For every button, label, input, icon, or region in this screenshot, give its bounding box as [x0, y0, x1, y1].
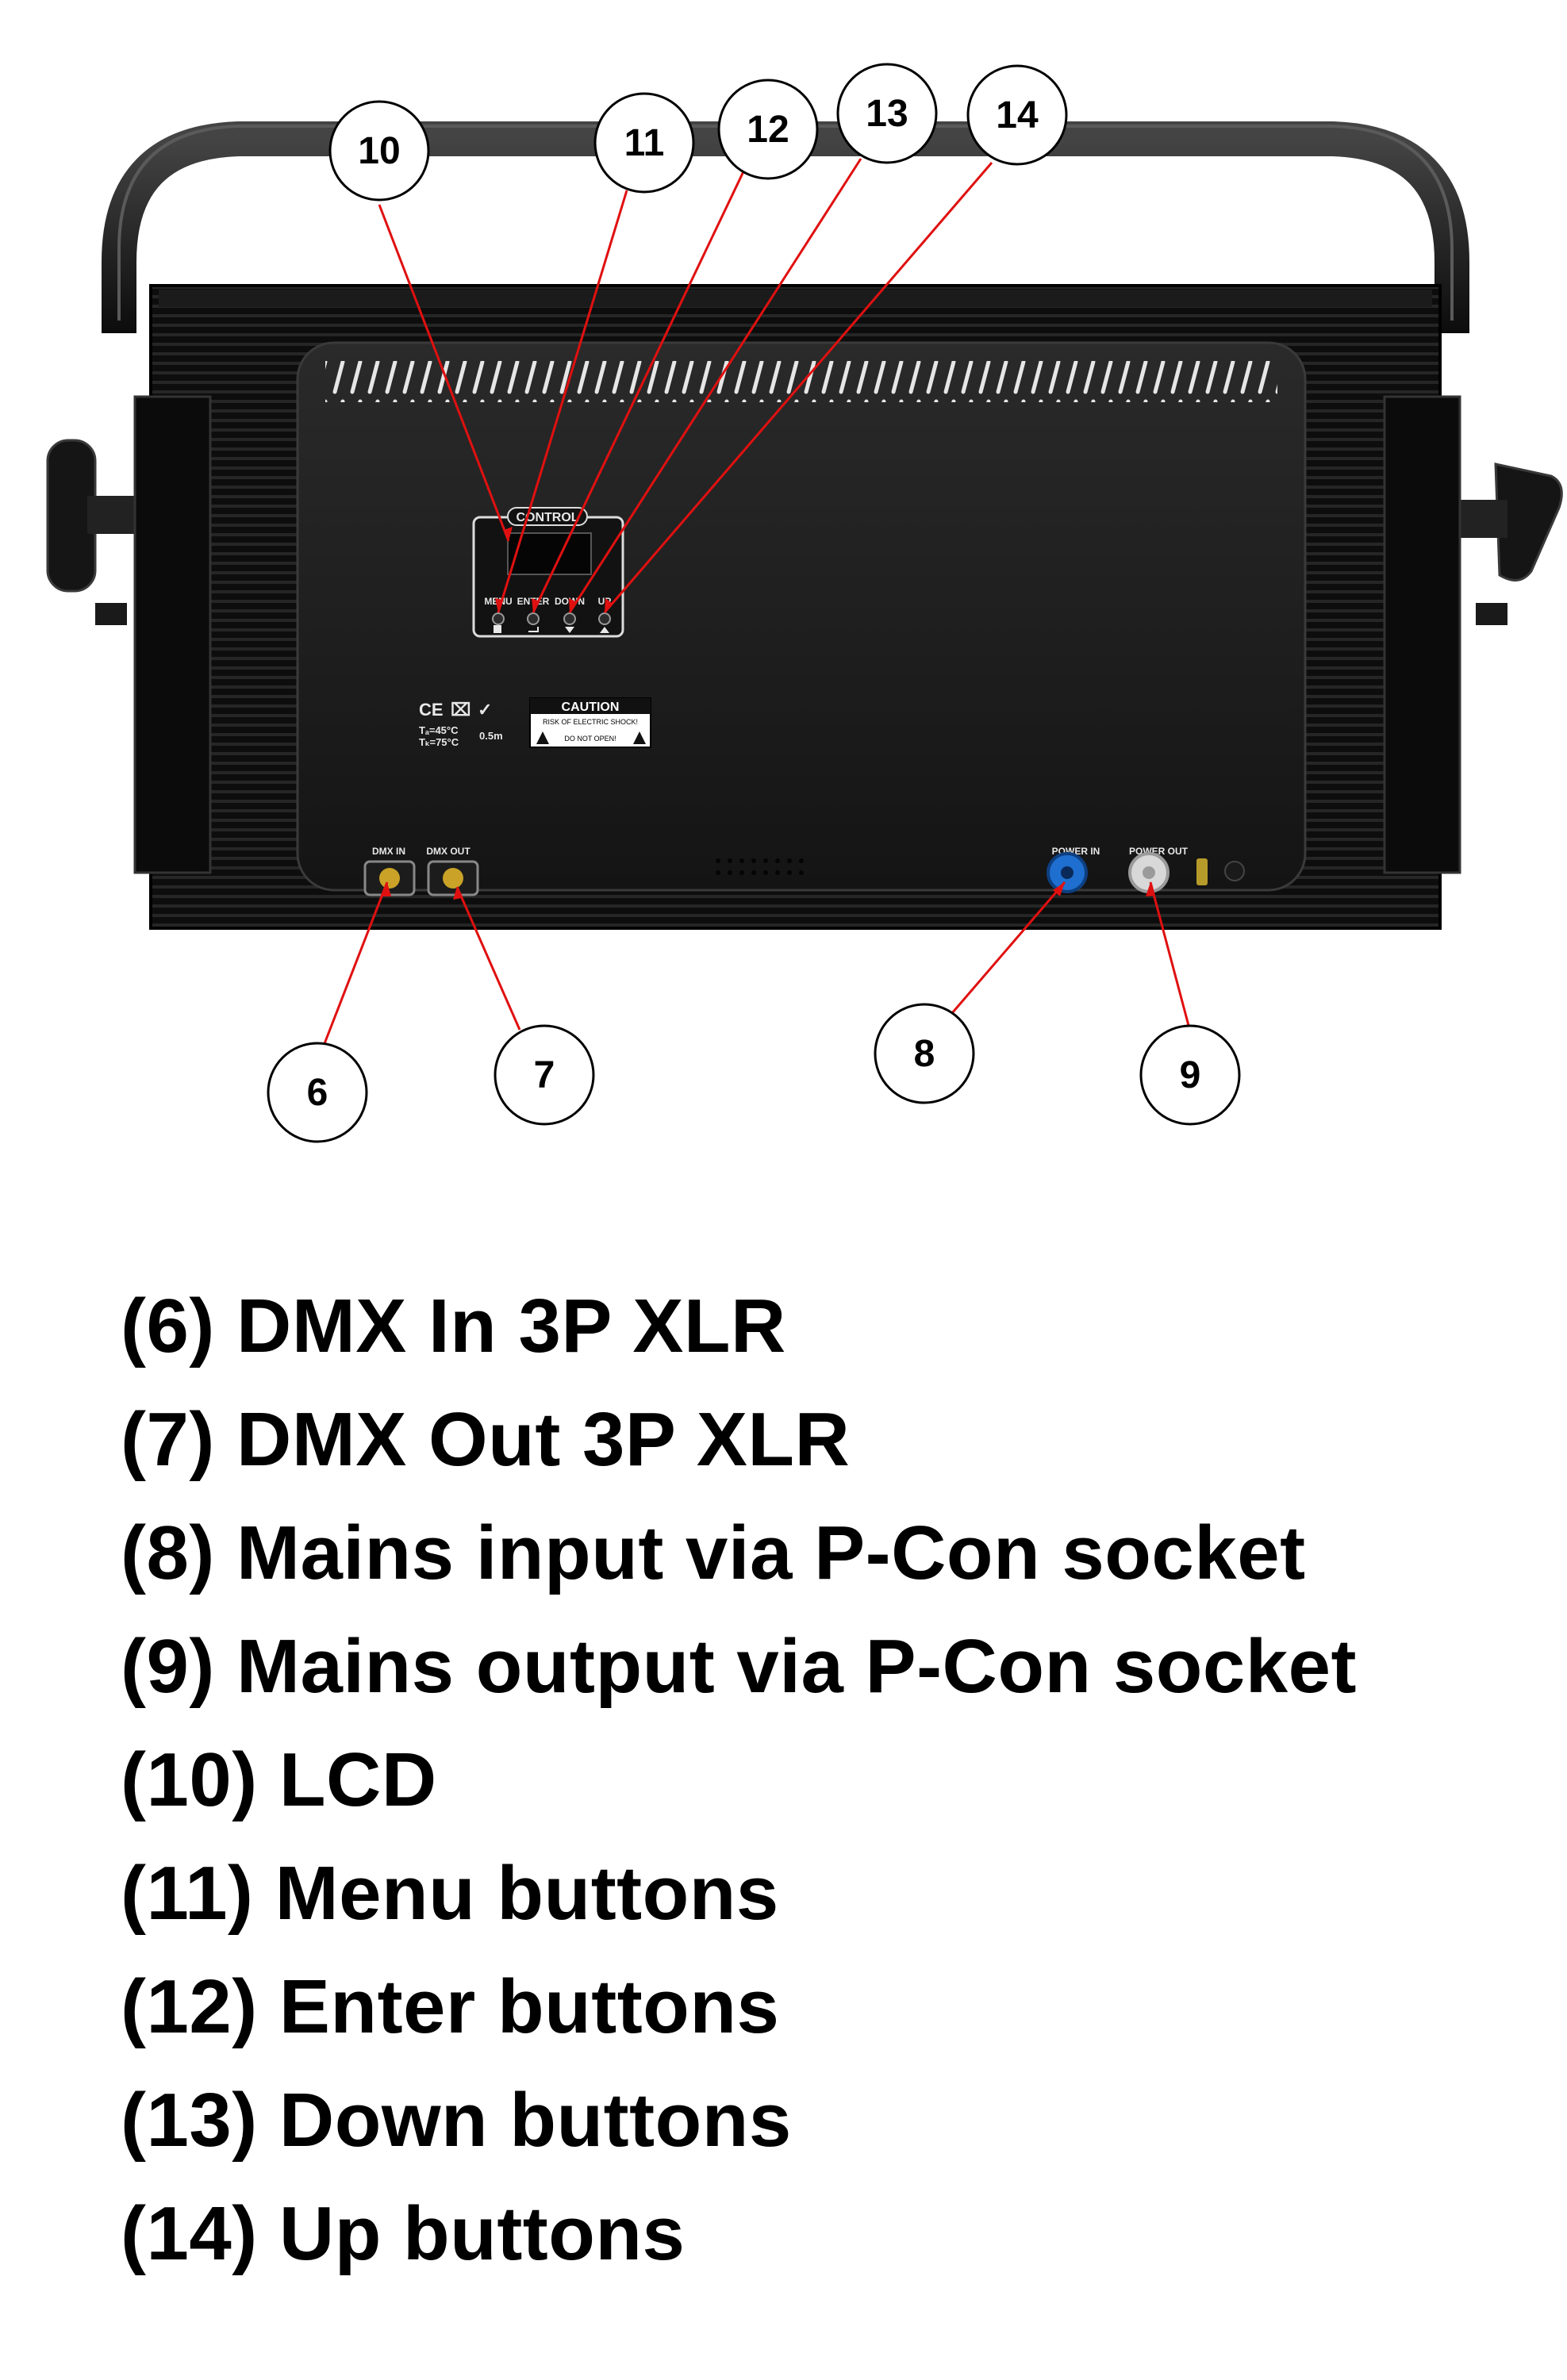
callout-11: 11 — [593, 92, 695, 194]
callout-8: 8 — [874, 1003, 975, 1104]
leader-line-14 — [603, 162, 993, 613]
caution-line-1: RISK OF ELECTRIC SHOCK! — [543, 718, 638, 726]
legend-item-14: (14) Up buttons — [121, 2191, 686, 2276]
leader-line-8 — [951, 881, 1066, 1014]
legend-item-10: (10) LCD — [121, 1737, 437, 1822]
svg-text:12: 12 — [747, 109, 789, 151]
arrow-head-11 — [495, 598, 503, 612]
svg-text:14: 14 — [996, 94, 1039, 136]
distance-label: 0.5m — [479, 730, 503, 742]
arrow-head-8 — [1053, 882, 1065, 896]
left-knob — [46, 439, 135, 625]
right-knob — [1460, 463, 1563, 625]
up-button[interactable] — [598, 612, 611, 625]
legend-item-11: (11) Menu buttons — [121, 1851, 779, 1936]
callout-6: 6 — [267, 1042, 368, 1143]
arrow-head-7 — [453, 887, 462, 900]
svg-text:8: 8 — [914, 1033, 935, 1075]
callout-7: 7 — [494, 1024, 595, 1126]
control-label: CONTROL — [516, 511, 578, 524]
leader-lines — [322, 158, 1192, 1046]
legend-item-13: (13) Down buttons — [121, 2078, 792, 2163]
svg-text:13: 13 — [866, 93, 908, 135]
legend-list: (6) DMX In 3P XLR (7) DMX Out 3P XLR (8)… — [121, 1269, 1357, 2290]
arrow-head-13 — [569, 598, 577, 612]
svg-text:6: 6 — [307, 1072, 328, 1114]
temp-line-1: Tₐ=45°C — [419, 724, 459, 736]
arrow-head-14 — [605, 598, 613, 612]
menu-button[interactable] — [492, 612, 505, 625]
callout-13: 13 — [836, 63, 938, 164]
callout-10: 10 — [328, 100, 430, 202]
leader-line-13 — [568, 158, 862, 613]
legend-item-7: (7) DMX Out 3P XLR — [121, 1397, 851, 1482]
caution-line-2: DO NOT OPEN! — [564, 735, 616, 743]
fuse-holder — [1196, 858, 1208, 885]
down-button[interactable] — [563, 612, 576, 625]
temp-line-2: Tₖ=75°C — [419, 736, 459, 748]
leader-line-7 — [455, 886, 521, 1031]
legend-item-6: (6) DMX In 3P XLR — [121, 1284, 786, 1368]
caution-label: CAUTION RISK OF ELECTRIC SHOCK! DO NOT O… — [529, 697, 651, 748]
callout-14: 14 — [966, 64, 1068, 166]
dmx-out-label: DMX OUT — [426, 846, 470, 857]
lcd-screen — [507, 532, 592, 575]
leader-line-11 — [497, 190, 628, 613]
weee-icon: ⌧ — [451, 700, 470, 720]
callouts: 10 11 12 13 14 6 7 8 9 — [267, 63, 1241, 1143]
caution-title: CAUTION — [562, 701, 620, 714]
callout-12: 12 — [717, 79, 819, 180]
enter-button[interactable] — [527, 612, 540, 625]
dmx-in-label: DMX IN — [372, 846, 405, 857]
legend-item-12: (12) Enter buttons — [121, 1964, 780, 2049]
legend-item-8: (8) Mains input via P-Con socket — [121, 1511, 1306, 1595]
callout-9: 9 — [1139, 1024, 1241, 1126]
connectors: DMX IN DMX OUT POWER IN POWER OUT — [363, 846, 1245, 896]
svg-text:10: 10 — [358, 130, 400, 172]
leader-line-6 — [322, 881, 389, 1046]
leader-line-12 — [532, 166, 747, 613]
control-panel: CONTROL MENU ENTER DOWN UP — [472, 507, 624, 638]
legend-item-9: (9) Mains output via P-Con socket — [121, 1624, 1357, 1709]
certification-marks: CE ⌧ ✓ Tₐ=45°C Tₖ=75°C 0.5m — [419, 700, 503, 748]
svg-text:9: 9 — [1180, 1054, 1201, 1096]
svg-text:11: 11 — [624, 122, 665, 164]
rear-panel — [296, 341, 1307, 892]
arrow-head-12 — [532, 598, 540, 612]
ce-mark: CE — [419, 700, 444, 720]
svg-text:7: 7 — [534, 1054, 555, 1096]
warning-icon-right — [633, 731, 646, 744]
arrow-head-9 — [1146, 882, 1155, 896]
device-diagram: CONTROL MENU ENTER DOWN UP CE ⌧ ✓ Tₐ=45°… — [46, 63, 1563, 1143]
leader-line-9 — [1149, 881, 1192, 1032]
warning-icon — [536, 731, 549, 744]
arrow-head-6 — [382, 882, 391, 896]
rohs-icon: ✓ — [478, 700, 492, 720]
arrow-head-10 — [504, 527, 513, 541]
leader-line-10 — [378, 204, 510, 542]
